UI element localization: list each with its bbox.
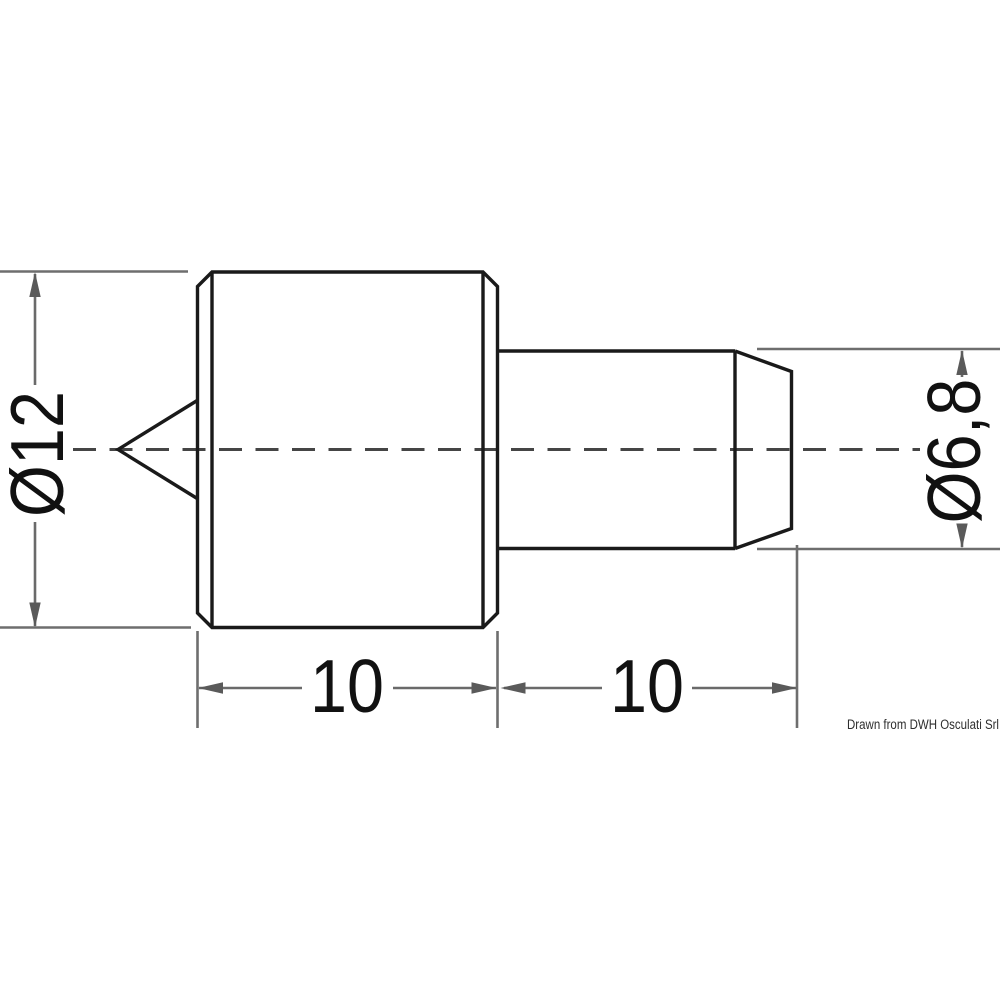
arrow-len1-left [198,682,223,694]
label-body-length-10: 10 [310,644,384,728]
label-shaft-length-10: 10 [610,644,684,728]
arrow-d68-up [956,350,968,375]
part-outline [114,270,794,630]
arrow-len2-right [772,682,797,694]
label-diameter-6-8: Ø6,8 [912,379,996,524]
arrow-d12-down [29,602,41,628]
dimension-labels: Ø12 Ø6,8 10 10 [0,379,996,729]
extension-lines [0,270,1000,728]
arrow-d68-down [956,523,968,549]
arrow-d12-up [29,272,41,297]
cone-tip-outline [114,398,199,501]
arrow-len2-left [500,682,526,694]
shaft-outline [497,349,794,551]
dimension-arrows [29,272,968,694]
arrow-len1-right [471,682,497,694]
credit-text: Drawn from DWH Osculati Srl [847,717,999,732]
label-diameter-12: Ø12 [0,391,79,517]
